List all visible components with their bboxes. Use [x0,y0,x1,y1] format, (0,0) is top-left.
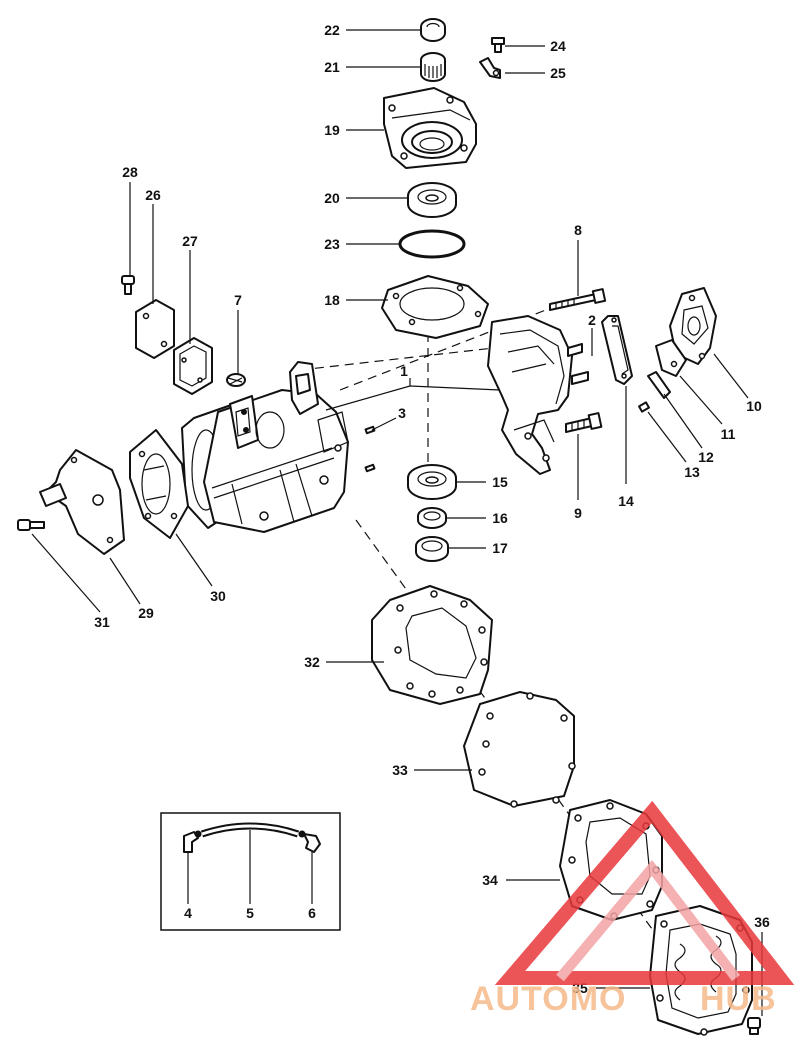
part-9-bolt [565,412,603,433]
callout-4: 4 [184,905,192,921]
part-28-screw [121,275,135,295]
callout-15: 15 [492,474,508,490]
part-31-screw [17,519,45,531]
callout-17: 17 [492,540,508,556]
part-26-cover-plate [135,299,175,359]
watermark-logo: AUTOMO HUB [470,800,795,1018]
part-6-elbow-fitting [298,830,321,853]
callout-29: 29 [138,605,154,621]
part-11-plate [655,339,687,377]
part-8-bolt [549,288,607,311]
callout-32: 32 [304,654,320,670]
callout-3: 3 [398,405,406,421]
callout-6: 6 [308,905,316,921]
part-19-bearing-carrier [383,87,477,169]
part-13-screw [638,401,650,413]
callout-7: 7 [234,292,242,308]
part-25-clip [479,57,501,79]
callout-26: 26 [145,187,161,203]
callout-labels: 1 2 3 4 5 6 7 8 9 10 11 12 13 14 15 16 1… [94,22,770,996]
callout-13: 13 [684,464,700,480]
callout-28: 28 [122,164,138,180]
part-15-bearing [407,464,457,500]
part-35-cover [649,905,753,1036]
callout-24: 24 [550,38,566,54]
part-30-gasket [129,429,189,539]
part-4-elbow-fitting [183,830,202,853]
part-29-end-plate [39,449,125,555]
part-7-plug [226,373,246,387]
part-18-gasket [381,275,489,339]
part-22-seal [420,18,446,42]
part-23-o-ring [398,229,466,259]
callout-31: 31 [94,614,110,630]
part-16-ring [417,507,447,529]
callout-9: 9 [574,505,582,521]
watermark-text-right: HUB [700,980,777,1018]
callout-25: 25 [550,65,566,81]
callout-19: 19 [324,122,340,138]
part-32-gasket [371,585,493,705]
part-27-gasket [173,337,213,395]
callout-21: 21 [324,59,340,75]
callout-5: 5 [246,905,254,921]
part-21-needle-bearing [420,52,446,82]
part-5-hose [200,822,300,838]
callout-14: 14 [618,493,634,509]
callout-30: 30 [210,588,226,604]
callout-10: 10 [746,398,762,414]
callout-22: 22 [324,22,340,38]
part-33-plate [463,691,576,808]
part-1-main-housing [181,361,349,533]
part-12-link [647,371,671,399]
callout-36: 36 [754,914,770,930]
callout-16: 16 [492,510,508,526]
callout-23: 23 [324,236,340,252]
fitting-inset-box [160,812,341,931]
callout-27: 27 [182,233,198,249]
callout-34: 34 [482,872,498,888]
part-3-dowel-pins [364,425,376,473]
callout-1: 1 [400,363,408,379]
callout-11: 11 [721,426,736,442]
watermark-text-left: AUTOMO [470,980,626,1018]
part-24-screw [491,37,505,53]
part-14-gasket [601,315,633,385]
callout-33: 33 [392,762,408,778]
callout-20: 20 [324,190,340,206]
callout-2: 2 [588,312,596,328]
part-36-screw [747,1017,761,1035]
callout-12: 12 [698,449,714,465]
part-2-cover-housing [487,315,589,475]
part-17-ring [415,536,449,562]
part-20-ball-bearing [407,182,457,218]
callout-8: 8 [574,222,582,238]
callout-18: 18 [324,292,340,308]
leader-lines [31,29,763,1016]
part-10-flange-plate [669,287,717,365]
